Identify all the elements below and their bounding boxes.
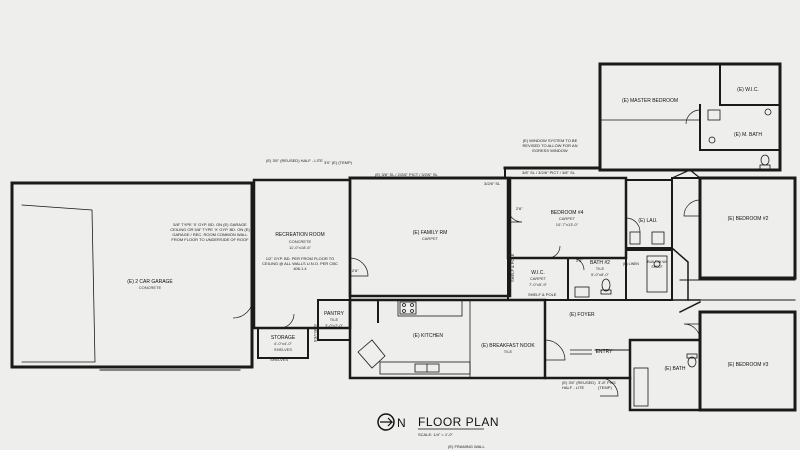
wic-size: 7'-0"x5'-9": [529, 282, 548, 287]
foyer-label: (E) FOYER: [569, 312, 595, 318]
fixtures: [357, 108, 772, 407]
walls: [10, 62, 797, 412]
door-swing-icon: [544, 339, 566, 361]
toilet-icon: [600, 278, 612, 295]
toilet-icon: [686, 353, 698, 368]
bedroom3-label: (E) BEDROOM #3: [728, 362, 769, 368]
dim-2-6: 2'6": [516, 206, 523, 211]
door-swing-icon: [685, 109, 701, 125]
master-wic-label: (E) W.I.C.: [737, 87, 759, 93]
door-swing-icon: [683, 323, 701, 341]
family-finish: CARPET: [422, 236, 439, 241]
window-rm-note: 3/2/6" SL: [484, 181, 501, 186]
recreation-finish: CONCRETE: [289, 239, 312, 244]
breakfast-finish: TILE: [504, 349, 513, 354]
tub-icon: [646, 255, 668, 293]
pantry-label: PANTRY: [324, 311, 344, 317]
bottom-label: (E) FRAMING WALL: [448, 444, 486, 449]
dim-2-6c: 2'6": [576, 258, 583, 263]
door-swing-icon: [349, 257, 369, 277]
bath2-finish: TILE: [596, 266, 605, 271]
garage-slab-outline: [21, 204, 96, 363]
pantry-size: 3'-0"x7'-0": [325, 323, 344, 328]
closet-note: (E) LINEN: [623, 262, 639, 266]
north-arrow-icon: [377, 413, 395, 431]
pantry-wall: [317, 299, 351, 341]
recreation-size: 11'-0"x18'-6": [289, 245, 312, 250]
plan-title: FLOOR PLAN: [418, 415, 499, 429]
north-mark: N: [397, 416, 406, 430]
bath2-size: 5'-0"x8'-0": [591, 272, 610, 277]
bedroom4-size: 10'-7"x13'-0": [556, 222, 579, 227]
header-right-note: 3/8" SL / 3/2/6" PICT / 3/8" SL: [522, 170, 576, 175]
shelves-note: SHELVES: [313, 324, 318, 342]
entry-door-note: 3'-8" PNG (TEMP): [598, 380, 616, 390]
bath-wall: [628, 338, 702, 412]
annotations: 5/8" TYPE 'X' GYP. BD. ON (E) GARAGE CEI…: [170, 138, 666, 449]
garage-wall-note: 5/8" TYPE 'X' GYP. BD. ON (E) GARAGE CEI…: [170, 222, 250, 242]
recreation-label: RECREATION ROOM: [275, 232, 324, 238]
title-block: N FLOOR PLAN SCALE: 1/4" = 1'-0": [377, 413, 499, 437]
door-swing-icon: [547, 245, 561, 259]
kitchen-island: [397, 299, 463, 317]
tub-icon: [633, 367, 649, 407]
range-icon: [399, 301, 417, 315]
master-bath-label: (E) M. BATH: [734, 132, 762, 138]
bedroom4-label: BEDROOM #4: [551, 210, 584, 216]
sink-icon: [414, 363, 440, 373]
family-room-wall: [348, 176, 512, 298]
dim-2-6b: 2'6": [352, 268, 359, 273]
door-swing-icon: [625, 217, 641, 233]
pantry-finish: TILE: [330, 317, 339, 322]
shelves-note-2: SHELVES: [270, 357, 288, 362]
wic-label: W.I.C.: [531, 270, 545, 276]
door-note: 3'0" (E) (TEMP): [324, 160, 353, 165]
door-swing-icon: [571, 257, 585, 271]
door-swing-icon: [507, 207, 523, 223]
bedroom2-label: (E) BEDROOM #2: [728, 216, 769, 222]
storage-note: SHELVES: [274, 347, 292, 352]
sink-icon: [707, 109, 721, 121]
plan-scale: SCALE: 1/4" = 1'-0": [418, 432, 453, 437]
door-swing-icon: [232, 297, 254, 319]
shelf-pole-note: SHELF & POLE: [528, 292, 557, 297]
breakfast-label: (E) BREAKFAST NOOK: [481, 343, 535, 349]
sink-icon: [574, 286, 590, 298]
built-in-note: BUILT-IN W/ SHELF: [647, 260, 666, 269]
half-lite-entry-note: (E) 3'6" (REUSED) HALF - LITE: [562, 380, 596, 390]
room-labels: (E) 2 CAR GARAGE CONCRETE RECREATION ROO…: [127, 87, 768, 372]
door-swing-icon: [683, 199, 701, 217]
bedroom4-finish: CARPET: [559, 216, 576, 221]
shelf-pole-note-2: SHELF & POLE: [510, 253, 515, 282]
garage-finish: CONCRETE: [139, 285, 162, 290]
door-swing-icon: [599, 377, 619, 397]
rec-wall-note: 1/2" GYP. BD. PER FROM FLOOR TO CEILING …: [262, 256, 338, 271]
header-top-note: (E) 3/8" SL / 2/2/6" PICT / 3/2/6" SL: [375, 172, 439, 177]
window-note: (E) WINDOW SYSTEM TO BE REVISED TO ALLOW…: [523, 138, 578, 153]
wic-finish: CARPET: [530, 276, 547, 281]
bath2-label: BATH #2: [590, 260, 610, 266]
garage-wall: [10, 181, 254, 369]
laundry-wall: [625, 179, 673, 249]
garage-label: (E) 2 CAR GARAGE: [127, 279, 173, 285]
toilet-icon: [759, 154, 771, 170]
kitchen-label: (E) KITCHEN: [413, 333, 443, 339]
family-label: (E) FAMILY RM: [413, 230, 448, 236]
door-swing-icon: [279, 313, 295, 329]
entry-label: ENTRY: [596, 349, 614, 355]
half-lite-top-note: (E) 3'6" (REUSED) HALF - LITE: [266, 158, 323, 163]
master-label: (E) MASTER BEDROOM: [622, 98, 678, 104]
bedroom2-wall: [698, 176, 797, 280]
laundry-label: (E) LAU.: [638, 218, 657, 224]
bath-label: (E) BATH: [664, 366, 685, 372]
storage-label: STORAGE: [271, 335, 296, 341]
storage-size: 4'-0"x4'-0": [274, 341, 293, 346]
door-swings: [232, 109, 701, 397]
